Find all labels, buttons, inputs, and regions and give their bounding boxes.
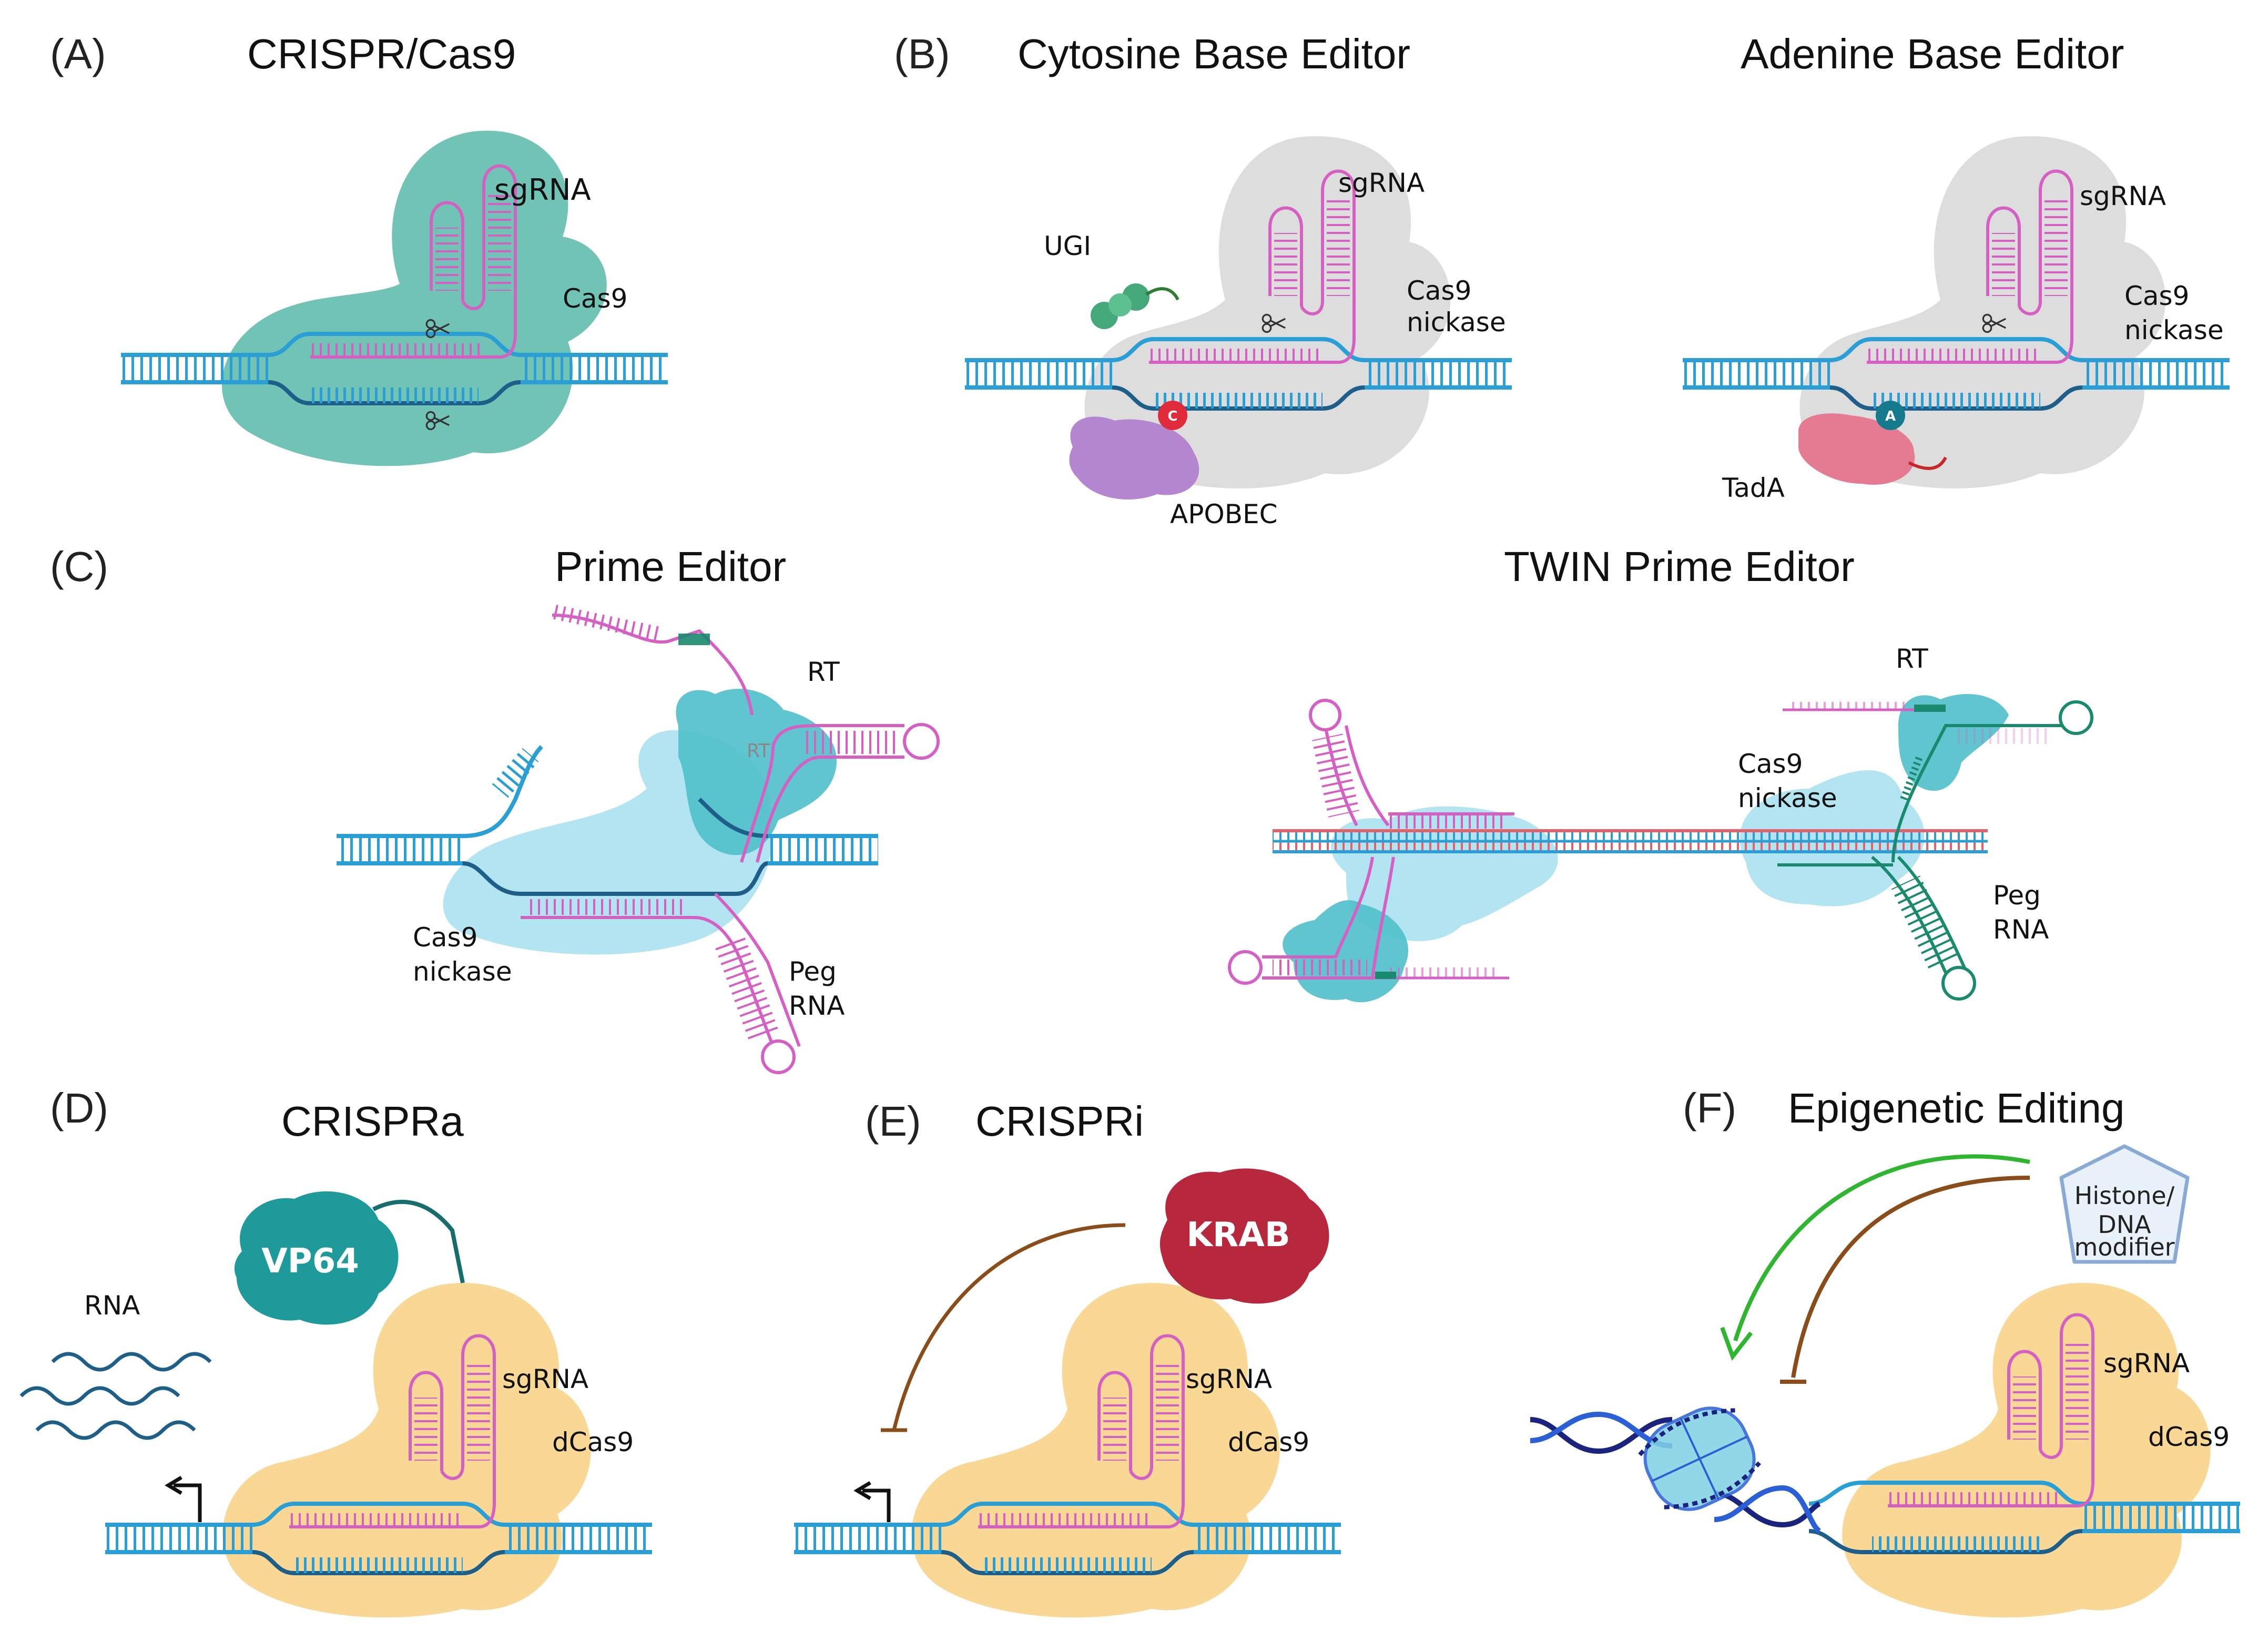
- dcas9-protein: [222, 1283, 591, 1618]
- panel-a-letter: (A): [50, 30, 106, 77]
- panel-b-letter: (B): [894, 30, 950, 77]
- krab-label: KRAB: [1186, 1216, 1290, 1255]
- f-dcas9-protein: [1842, 1283, 2211, 1618]
- ugi-protein: [1091, 283, 1179, 329]
- panel-f-letter: (F): [1683, 1085, 1736, 1131]
- modifier-label-1: Histone/: [2074, 1181, 2175, 1210]
- sgrna-label: sgRNA: [494, 173, 591, 207]
- panel-e: (E) CRISPRi KRAB sgRNA dCas9: [794, 1098, 1341, 1618]
- cbe-title: Cytosine Base Editor: [1018, 30, 1410, 77]
- epigenetic-title: Epigenetic Editing: [1788, 1085, 2124, 1131]
- pe-cas9-label: Cas9: [413, 922, 477, 953]
- cbe-cas9-label: Cas9: [1407, 276, 1471, 306]
- d-dcas9-label: dCas9: [552, 1427, 634, 1457]
- twin-peg-label: Peg: [1993, 880, 2041, 911]
- crispri-title: CRISPRi: [975, 1098, 1144, 1145]
- rna-label: RNA: [84, 1290, 140, 1321]
- panel-f: (F) Epigenetic Editing Histone/ DNA m: [1530, 1085, 2240, 1618]
- e-sgrna-label: sgRNA: [1186, 1364, 1272, 1394]
- apobec-label: APOBEC: [1170, 499, 1278, 529]
- pe-rt-label: RT: [807, 657, 840, 687]
- vp64-protein: [234, 1191, 399, 1325]
- chromatin-helix: [1530, 1411, 1822, 1534]
- panel-d: (D) CRISPRa VP64 RNA sgRNA dCas9: [19, 1085, 652, 1618]
- pe-rna-label: RNA: [789, 991, 845, 1021]
- cbe-nickase-label: nickase: [1407, 307, 1506, 338]
- adenine-base-marker: [1876, 401, 1905, 430]
- panel-a-title: CRISPR/Cas9: [247, 30, 516, 77]
- pe-title: Prime Editor: [555, 543, 786, 590]
- crispra-title: CRISPRa: [281, 1098, 464, 1145]
- ugi-label: UGI: [1044, 231, 1091, 261]
- pe-rt-inner-label: RT: [747, 740, 770, 762]
- transcription-start-arrow-icon: [165, 1475, 202, 1522]
- modifier-label-3: modifier: [2074, 1233, 2174, 1261]
- pe-rt-protein: [676, 689, 837, 855]
- panel-c: (C) Prime Editor TWIN Prime Editor R: [50, 543, 2093, 1074]
- twin-nickase-label: nickase: [1738, 783, 1837, 813]
- e-dcas9-protein: [911, 1283, 1280, 1618]
- panel-a: (A) CRISPR/Cas9 sgRNA Cas9: [50, 30, 668, 466]
- f-sgrna-label: sgRNA: [2103, 1348, 2190, 1379]
- transcription-start-arrow-icon: [853, 1481, 891, 1522]
- nucleosome-icon: [1638, 1406, 1761, 1511]
- vp64-label: VP64: [261, 1242, 359, 1281]
- tada-label: TadA: [1722, 473, 1785, 503]
- twin-rt-label: RT: [1896, 644, 1928, 674]
- tada-protein: [1798, 413, 1915, 485]
- abe-cas9-label: Cas9: [2124, 281, 2189, 311]
- abe-sgrna-label: sgRNA: [2080, 181, 2166, 211]
- a-base-label: A: [1885, 409, 1896, 424]
- repression-arrow-icon: [1780, 1176, 2030, 1384]
- twin-title: TWIN Prime Editor: [1504, 543, 1855, 590]
- krab-protein: [1159, 1168, 1329, 1304]
- panel-d-letter: (D): [50, 1085, 108, 1131]
- pe-nickase-label: nickase: [413, 956, 512, 987]
- panel-c-letter: (C): [50, 543, 108, 590]
- cbe-sgrna-label: sgRNA: [1338, 168, 1425, 198]
- modifier-label-2: DNA: [2098, 1210, 2151, 1239]
- cas9-label: Cas9: [563, 283, 627, 314]
- c-base-label: C: [1167, 409, 1177, 424]
- abe-title: Adenine Base Editor: [1741, 30, 2124, 77]
- panel-f-dna: [1808, 1481, 2240, 1554]
- panel-b: (B) Cytosine Base Editor Adenine Base Ed…: [894, 30, 2230, 529]
- panel-e-letter: (E): [865, 1098, 921, 1145]
- e-dcas9-label: dCas9: [1228, 1427, 1309, 1457]
- twin-cas9-label: Cas9: [1738, 749, 1803, 779]
- apobec-protein: [1069, 416, 1199, 499]
- repression-arrow-icon: [881, 1223, 1126, 1432]
- histone-dna-modifier-protein: [2059, 1144, 2190, 1264]
- abe-nickase-label: nickase: [2124, 315, 2224, 345]
- rna-transcripts: [19, 1352, 212, 1440]
- cytosine-base-marker: [1158, 401, 1187, 430]
- f-dcas9-label: dCas9: [2148, 1422, 2230, 1452]
- d-sgrna-label: sgRNA: [502, 1364, 588, 1394]
- twin-rna-label: RNA: [1993, 914, 2049, 945]
- pe-peg-label: Peg: [789, 956, 837, 987]
- activation-arrow-icon: [1720, 1154, 2030, 1361]
